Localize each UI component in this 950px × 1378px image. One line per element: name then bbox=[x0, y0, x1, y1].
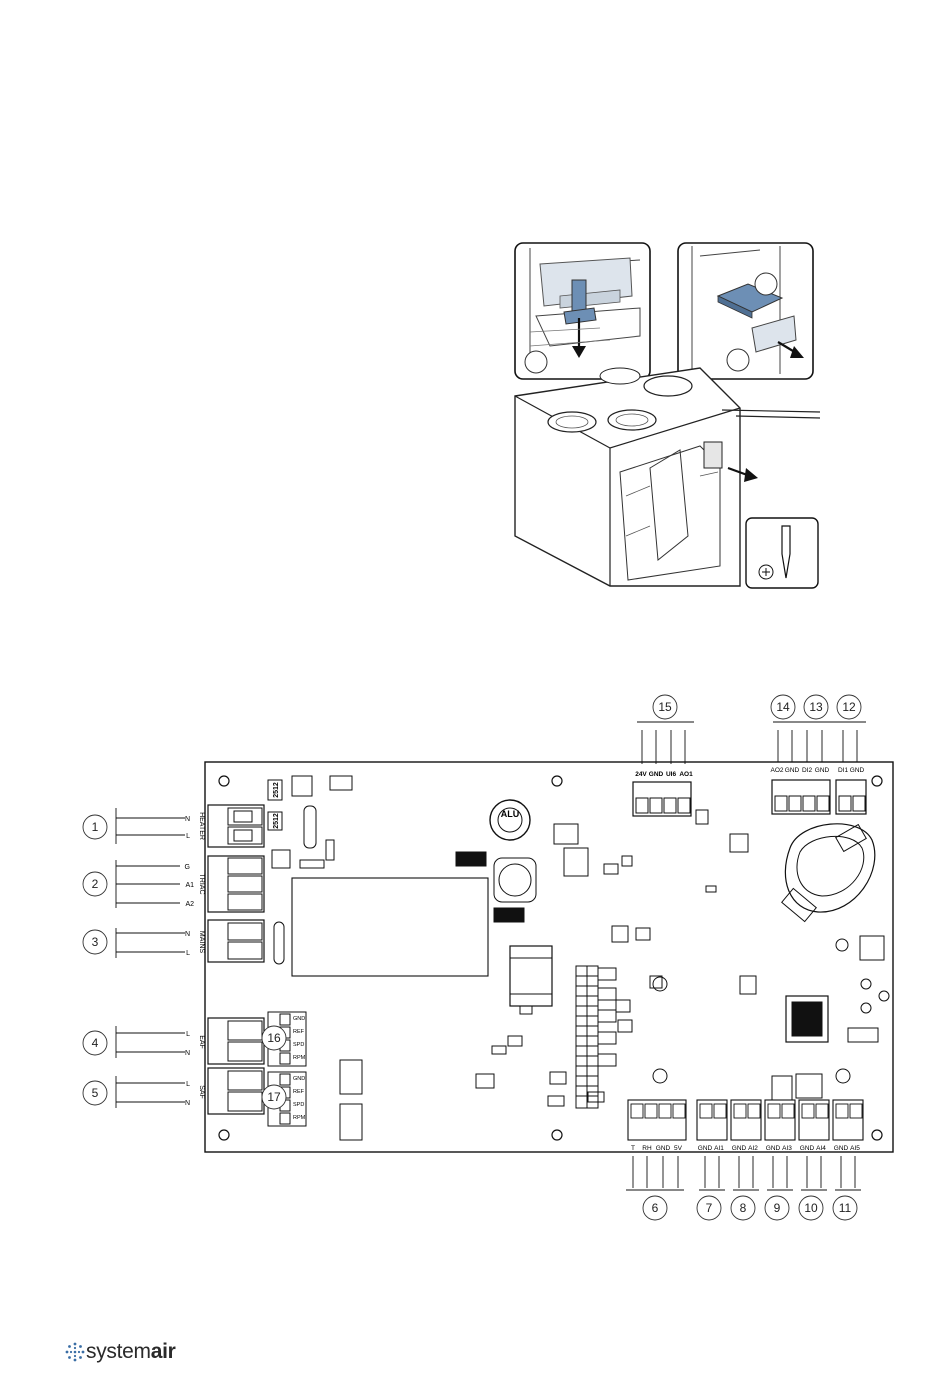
pin-label: AI1 bbox=[714, 1145, 724, 1152]
pin-label: GND bbox=[815, 767, 830, 774]
pin-label: AI5 bbox=[850, 1145, 860, 1152]
pin-label: N bbox=[185, 1050, 190, 1057]
chip-label: 2512 bbox=[273, 813, 280, 829]
pin-label: AI4 bbox=[816, 1145, 826, 1152]
pin-label: DI1 bbox=[838, 767, 849, 774]
pin-label: N bbox=[185, 816, 190, 823]
pin-label: RH bbox=[642, 1145, 652, 1152]
installation-illustration bbox=[460, 236, 840, 596]
pin-label: T bbox=[631, 1145, 635, 1152]
pin-label: DI2 bbox=[802, 767, 813, 774]
callout-8: 8 bbox=[740, 1201, 747, 1215]
pin-label: REF bbox=[293, 1029, 305, 1035]
pin-label: SPD bbox=[293, 1102, 304, 1108]
brand-mark-icon bbox=[64, 1341, 86, 1363]
callout-17: 17 bbox=[267, 1090, 281, 1104]
triac-label: TRIAC bbox=[198, 874, 205, 895]
callout-10: 10 bbox=[804, 1201, 818, 1215]
eaf-label: EAF bbox=[198, 1035, 205, 1049]
pin-label: GND bbox=[293, 1016, 305, 1022]
callout-9: 9 bbox=[774, 1201, 781, 1215]
callout-1: 1 bbox=[92, 820, 99, 834]
callout-4: 4 bbox=[92, 1036, 99, 1050]
triac-terminal bbox=[208, 856, 264, 912]
pin-label: GND bbox=[766, 1145, 781, 1152]
saf-terminal bbox=[208, 1068, 264, 1114]
pin-label: L bbox=[186, 833, 190, 840]
connector-14-13-block bbox=[772, 780, 830, 814]
pin-label: GND bbox=[698, 1145, 713, 1152]
brand-logo: systemair bbox=[64, 1340, 176, 1364]
heater-terminal bbox=[208, 805, 264, 847]
pin-label: L bbox=[186, 1081, 190, 1088]
callout-3: 3 bbox=[92, 935, 99, 949]
eaf-terminal bbox=[208, 1018, 264, 1064]
pin-label: GND bbox=[656, 1145, 671, 1152]
pin-label: AI3 bbox=[782, 1145, 792, 1152]
pin-label: AO1 bbox=[679, 771, 693, 778]
pin-label: GND bbox=[850, 767, 865, 774]
top-leader-lines bbox=[637, 722, 866, 764]
pin-label: GND bbox=[834, 1145, 849, 1152]
callout-2: 2 bbox=[92, 877, 99, 891]
connector-12-block bbox=[836, 780, 866, 814]
pin-label: GND bbox=[800, 1145, 815, 1152]
display-area bbox=[292, 878, 488, 976]
callout-14: 14 bbox=[776, 700, 790, 714]
pin-label: AI2 bbox=[748, 1145, 758, 1152]
callout-6: 6 bbox=[652, 1201, 659, 1215]
callout-13: 13 bbox=[809, 700, 823, 714]
pin-label: GND bbox=[785, 767, 800, 774]
pin-label: AO2 bbox=[770, 767, 783, 774]
callout-7: 7 bbox=[706, 1201, 713, 1215]
chip-label: 2512 bbox=[273, 782, 280, 798]
pin-label: N bbox=[185, 1100, 190, 1107]
pin-label: A1 bbox=[185, 882, 194, 889]
connector-15-block bbox=[633, 782, 691, 816]
callout-15: 15 bbox=[658, 700, 672, 714]
pin-label: L bbox=[186, 950, 190, 957]
pin-label: GND bbox=[732, 1145, 747, 1152]
left-leader-lines bbox=[116, 808, 185, 1108]
pin-label: REF bbox=[293, 1089, 305, 1095]
pin-label: G bbox=[185, 864, 190, 871]
pcb-diagram: 2512 2512 ALU HEATER TRIAC MAINS EAF SAF… bbox=[0, 680, 950, 1230]
pin-label: SPD bbox=[293, 1042, 304, 1048]
inductor-label: ALU bbox=[501, 809, 520, 819]
mains-label: MAINS bbox=[198, 931, 205, 954]
callout-16: 16 bbox=[267, 1031, 281, 1045]
pin-label: 24V bbox=[635, 771, 647, 778]
saf-label: SAF bbox=[198, 1085, 205, 1099]
pin-label: 5V bbox=[674, 1145, 683, 1152]
pin-label: L bbox=[186, 1031, 190, 1038]
pin-label: N bbox=[185, 931, 190, 938]
bottom-leader-lines bbox=[626, 1156, 861, 1190]
pin-label: RPM bbox=[293, 1055, 306, 1061]
pin-label: UI6 bbox=[666, 771, 677, 778]
pin-label: GND bbox=[649, 771, 664, 778]
callout-11: 11 bbox=[839, 1201, 852, 1215]
pin-label: A2 bbox=[185, 901, 194, 908]
pin-label: GND bbox=[293, 1076, 305, 1082]
brand-name: systemair bbox=[86, 1340, 176, 1364]
mains-terminal bbox=[208, 920, 264, 962]
callout-12: 12 bbox=[842, 700, 856, 714]
callout-5: 5 bbox=[92, 1086, 99, 1100]
heater-label: HEATER bbox=[198, 812, 205, 840]
pin-label: RPM bbox=[293, 1115, 306, 1121]
